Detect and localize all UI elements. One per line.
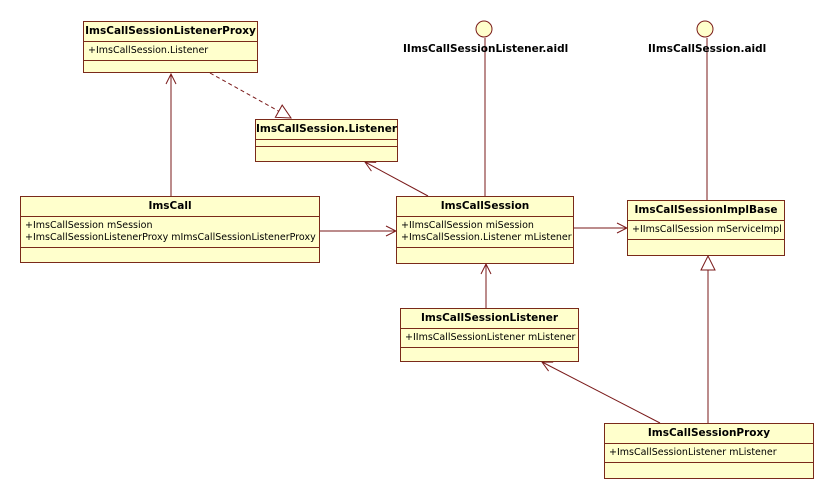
class-attributes: +ImsCallSession.Listener	[84, 42, 257, 61]
class-name: ImsCallSessionProxy	[605, 424, 813, 444]
class-operations	[84, 61, 257, 67]
class-attributes: +IImsCallSessionListener mListener	[401, 329, 578, 348]
edge-session-to-listener	[365, 162, 429, 197]
class-attributes: +IImsCallSession mServiceImpl	[628, 221, 784, 240]
class-operations	[401, 348, 578, 354]
edge-listenerproxy-realizes-listener	[209, 72, 291, 118]
class-name: ImsCall	[21, 197, 319, 217]
class-name: ImsCallSessionListener	[401, 309, 578, 329]
class-name: ImsCallSession.Listener	[256, 120, 397, 140]
class-ims-call-session-listener-proxy[interactable]: ImsCallSessionListenerProxy +ImsCallSess…	[83, 21, 258, 73]
class-name: ImsCallSessionImplBase	[628, 201, 784, 221]
class-operations	[21, 248, 319, 254]
class-attribute: +IImsCallSession mServiceImpl	[632, 224, 782, 235]
class-ims-call-session-impl-base[interactable]: ImsCallSessionImplBase +IImsCallSession …	[627, 200, 785, 256]
class-ims-call-session-proxy[interactable]: ImsCallSessionProxy +ImsCallSessionListe…	[604, 423, 814, 479]
interface-lollipop-listener-aidl	[475, 20, 493, 38]
class-operations	[628, 240, 784, 246]
class-attribute: +ImsCallSessionListener mListener	[609, 447, 777, 458]
class-attribute: +ImsCallSession mSession	[25, 220, 153, 231]
class-attributes	[256, 140, 397, 147]
class-operations	[256, 147, 397, 153]
class-attribute: +ImsCallSession.Listener	[88, 45, 209, 56]
interface-label-listener-aidl: IImsCallSessionListener.aidl	[403, 43, 569, 55]
class-ims-call-session[interactable]: ImsCallSession +IImsCallSession miSessio…	[396, 196, 574, 264]
class-attribute: +ImsCallSession.Listener mListener	[401, 232, 572, 243]
class-attribute: +IImsCallSession miSession	[401, 220, 534, 231]
class-attributes: +ImsCallSessionListener mListener	[605, 444, 813, 463]
edge-proxy-to-callsessionlistener	[542, 362, 661, 424]
class-operations	[397, 248, 573, 254]
class-attribute: +IImsCallSessionListener mListener	[405, 332, 576, 343]
interface-label-session-aidl: IImsCallSession.aidl	[648, 43, 767, 55]
class-name: ImsCallSessionListenerProxy	[84, 22, 257, 42]
interface-lollipop-session-aidl	[696, 20, 714, 38]
class-ims-call[interactable]: ImsCall +ImsCallSession mSession +ImsCal…	[20, 196, 320, 263]
class-attributes: +IImsCallSession miSession +ImsCallSessi…	[397, 217, 573, 248]
class-operations	[605, 463, 813, 469]
class-attributes: +ImsCallSession mSession +ImsCallSession…	[21, 217, 319, 248]
class-attribute: +ImsCallSessionListenerProxy mImsCallSes…	[25, 232, 316, 243]
class-name: ImsCallSession	[397, 197, 573, 217]
class-ims-call-session-listener[interactable]: ImsCallSessionListener +IImsCallSessionL…	[400, 308, 579, 362]
class-ims-call-session-listener-interface[interactable]: ImsCallSession.Listener	[255, 119, 398, 162]
